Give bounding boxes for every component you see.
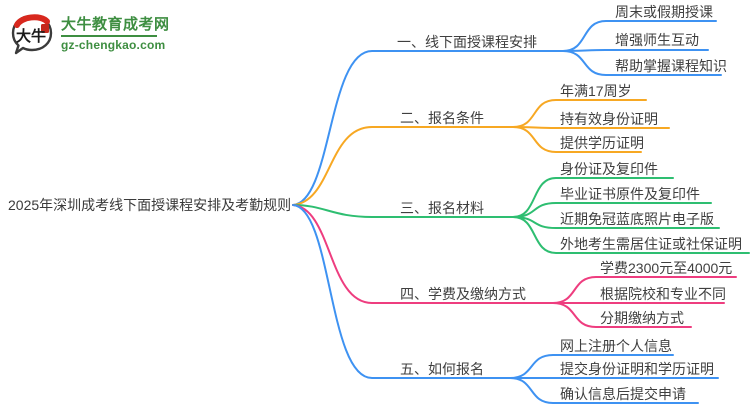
root-topic: 2025年深圳成考线下面授课程安排及考勤规则 [8, 197, 292, 213]
leaf-node: 提供学历证明 [560, 135, 644, 151]
branch-label-5: 五、如何报名 [400, 361, 484, 377]
leaf-node: 提交身份证明和学历证明 [560, 361, 714, 377]
red-arc [14, 14, 50, 28]
leaf-node: 增强师生互动 [615, 32, 699, 48]
leaf-node: 外地考生需居住证或社保证明 [560, 236, 742, 252]
leaf-node: 根据院校和专业不同 [600, 286, 726, 302]
leaf-node: 身份证及复印件 [560, 161, 658, 177]
leaf-node: 确认信息后提交申请 [560, 386, 686, 402]
branch-4-lines [292, 204, 737, 328]
leaf-node: 近期免冠蓝底照片电子版 [560, 211, 714, 227]
branch-1-lines [292, 20, 722, 206]
site-logo[interactable]: 大牛 大牛教育成考网 gz-chengkao.com [10, 10, 170, 56]
daniu-bubble-icon: 大牛 [10, 10, 54, 56]
leaf-node: 帮助掌握课程知识 [615, 58, 727, 74]
branch-2-lines [292, 99, 670, 206]
red-seal [41, 24, 49, 33]
leaf-node: 年满17周岁 [560, 83, 632, 99]
branch-3-lines [292, 177, 750, 254]
leaf-node: 周末或假期授课 [615, 4, 713, 20]
site-domain: gz-chengkao.com [61, 37, 166, 52]
logo-badge-text: 大牛 [16, 27, 46, 45]
branch-label-3: 三、报名材料 [400, 200, 484, 216]
branch-label-2: 二、报名条件 [400, 110, 484, 126]
branch-5-lines [292, 204, 719, 404]
site-name: 大牛教育成考网 [61, 15, 170, 33]
branch-label-1: 一、线下面授课程安排 [397, 34, 537, 50]
leaf-node: 学费2300元至4000元 [600, 260, 733, 276]
leaf-node: 持有效身份证明 [560, 111, 658, 127]
leaf-node: 毕业证书原件及复印件 [560, 186, 700, 202]
branch-label-4: 四、学费及缴纳方式 [400, 286, 526, 302]
leaf-node: 网上注册个人信息 [560, 338, 672, 354]
leaf-node: 分期缴纳方式 [600, 310, 684, 326]
logo-divider [61, 34, 157, 37]
